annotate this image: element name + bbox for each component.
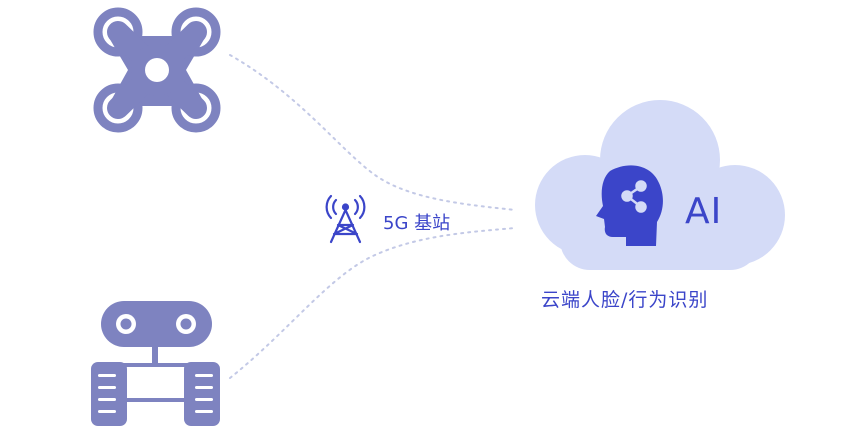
cloud-shape [535, 100, 785, 270]
ai-head-icon [596, 165, 663, 246]
drone-icon [93, 7, 221, 133]
ai-label: AI [685, 191, 723, 232]
link-robot-to-cloud [229, 227, 516, 379]
cell-tower-icon [325, 194, 366, 244]
link-drone-to-cloud [229, 54, 516, 211]
robot-vehicle-icon [91, 301, 220, 426]
connection-lines [229, 54, 516, 379]
tower-label: 5G 基站 [383, 213, 451, 234]
cloud-caption: 云端人脸/行为识别 [541, 289, 709, 311]
